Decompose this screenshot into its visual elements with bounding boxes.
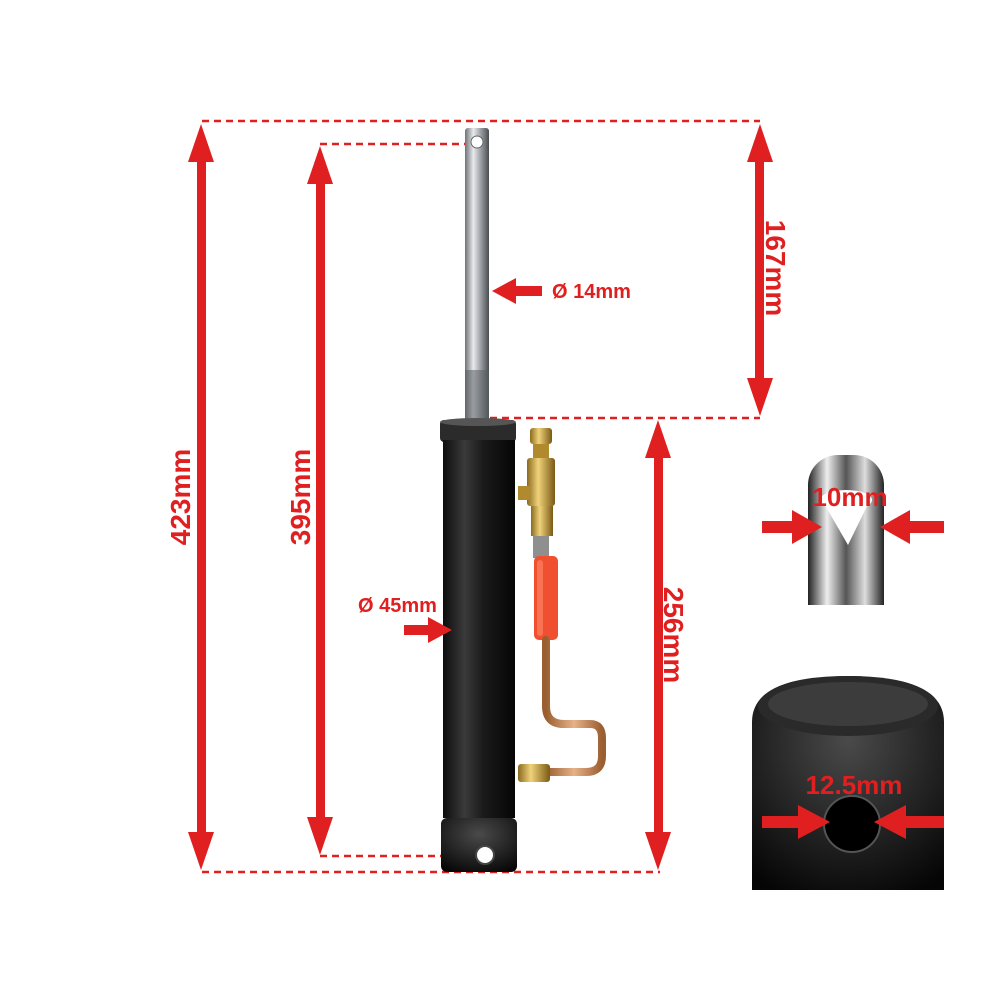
base-eye-hole-label: 12.5mm [806, 770, 903, 800]
body-length-label: 256mm [658, 587, 689, 684]
body-diameter-arrow [404, 617, 452, 643]
valve-handle [534, 556, 558, 640]
rod-eye-right-arrow [880, 510, 944, 544]
body-diameter-label: Ø 45mm [358, 595, 437, 617]
piston-rod [465, 128, 489, 422]
rod-eye-hole [470, 135, 484, 149]
rod-extension-label: 167mm [760, 220, 791, 317]
rod-eye-left-arrow [762, 510, 822, 544]
base-eye-right-arrow [874, 805, 944, 839]
release-valve [518, 428, 555, 558]
rod-diameter-label: Ø 14mm [552, 281, 631, 303]
rod-eye-hole-label: 10mm [812, 482, 887, 512]
base-eye-hole [475, 845, 495, 865]
cylinder-body [440, 418, 517, 872]
rod-eye-detail [808, 455, 884, 605]
dimension-arrow-body [645, 420, 671, 870]
copper-pipe [518, 636, 606, 782]
dimension-arrow-stroke [307, 146, 333, 855]
dimension-arrow-rod-extension [747, 124, 773, 416]
rod-diameter-arrow [492, 278, 542, 304]
dimension-arrow-overall [188, 124, 214, 870]
stroke-length-label: 395mm [285, 449, 316, 546]
base-eye-left-arrow [762, 805, 830, 839]
overall-length-label: 423mm [165, 449, 196, 546]
